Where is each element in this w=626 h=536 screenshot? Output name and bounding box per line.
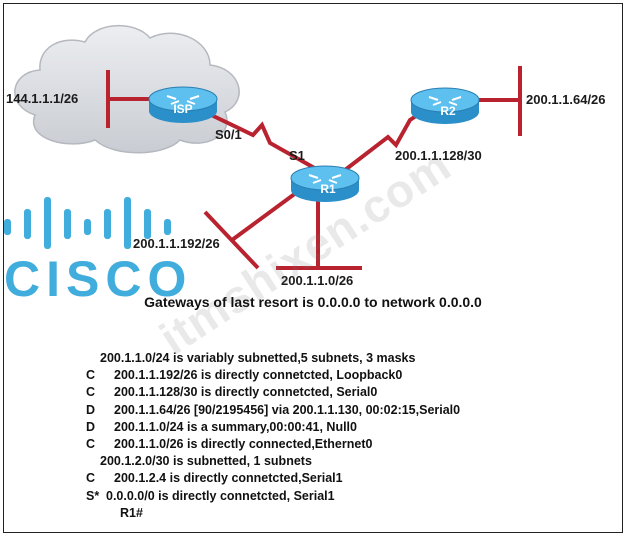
isp-serial-label: S0/1	[215, 127, 242, 142]
route-line: C 200.1.1.0/26 is directly connected,Ethe…	[86, 436, 460, 453]
cli-prompt: R1#	[120, 505, 143, 520]
route-line: 200.1.1.0/24 is variably subnetted,5 sub…	[86, 350, 460, 367]
cisco-logo-bars	[4, 197, 171, 249]
route-code: S*	[86, 488, 100, 503]
isp-cloud	[14, 25, 240, 154]
route-text: 200.1.2.0/30 is subnetted, 1 subnets	[100, 454, 312, 469]
route-text: 200.1.1.0/24 is variably subnetted,5 sub…	[100, 351, 416, 365]
network-topology-diagram: ISP R1 R2	[14, 25, 522, 270]
route-code: D	[86, 402, 96, 417]
isp-r1-serial-link	[204, 110, 319, 172]
route-text: 200.1.1.128/30 is directly connetcted, S…	[114, 385, 378, 400]
router-r2-icon	[410, 87, 480, 124]
gateway-of-last-resort: Gateways of last resort is 0.0.0.0 to ne…	[144, 294, 482, 310]
router-isp-label: ISP	[173, 102, 192, 116]
route-text: 200.1.1.192/26 is directly connetcted, L…	[114, 368, 403, 383]
router-r1-label: R1	[320, 182, 336, 196]
r1-lan0-label: 200.1.1.0/26	[281, 273, 354, 288]
route-text: 200.1.2.4 is directly connetcted,Serial1	[114, 471, 343, 486]
route-line: R1#	[86, 505, 460, 522]
route-text: 0.0.0.0/0 is directly connetcted, Serial…	[106, 488, 335, 503]
r2-lan-label: 200.1.1.64/26	[526, 92, 606, 107]
r1-r2-link-label: 200.1.1.128/30	[395, 148, 482, 163]
isp-lan-label: 144.1.1.1/26	[6, 91, 79, 106]
route-line: C 200.1.1.192/26 is directly connetcted, …	[86, 367, 460, 384]
router-r2-label: R2	[440, 104, 456, 118]
r1-lan192-link	[230, 188, 302, 242]
route-line: S* 0.0.0.0/0 is directly connetcted, Seri…	[86, 488, 460, 505]
route-text: 200.1.1.64/26 [90/2195456] via 200.1.1.1…	[114, 402, 461, 417]
route-line: D 200.1.1.0/24 is a summary,00:00:41, Nul…	[86, 419, 460, 436]
r1-lan192-segment	[203, 210, 260, 270]
route-code: D	[86, 419, 96, 434]
route-code: C	[86, 471, 96, 486]
route-line: C 200.1.2.4 is directly connetcted,Serial…	[86, 470, 460, 487]
r1-lan192-label: 200.1.1.192/26	[133, 236, 220, 251]
route-text: 200.1.1.0/26 is directly connected,Ether…	[114, 436, 373, 451]
router-r1-icon	[290, 165, 360, 202]
router-isp-icon	[148, 86, 218, 123]
route-code: C	[86, 368, 96, 383]
route-code: C	[86, 436, 96, 451]
route-code: C	[86, 385, 96, 400]
route-line: D 200.1.1.64/26 [90/2195456] via 200.1.1.…	[86, 402, 460, 419]
r1-serial-label: S1	[289, 148, 305, 163]
route-line: 200.1.2.0/30 is subnetted, 1 subnets	[86, 453, 460, 470]
routing-table: 200.1.1.0/24 is variably subnetted,5 sub…	[86, 350, 460, 522]
route-text: 200.1.1.0/24 is a summary,00:00:41, Null…	[114, 419, 357, 434]
route-line: C 200.1.1.128/30 is directly connetcted, …	[86, 384, 460, 401]
cisco-logo-text: CISCO	[4, 251, 193, 307]
